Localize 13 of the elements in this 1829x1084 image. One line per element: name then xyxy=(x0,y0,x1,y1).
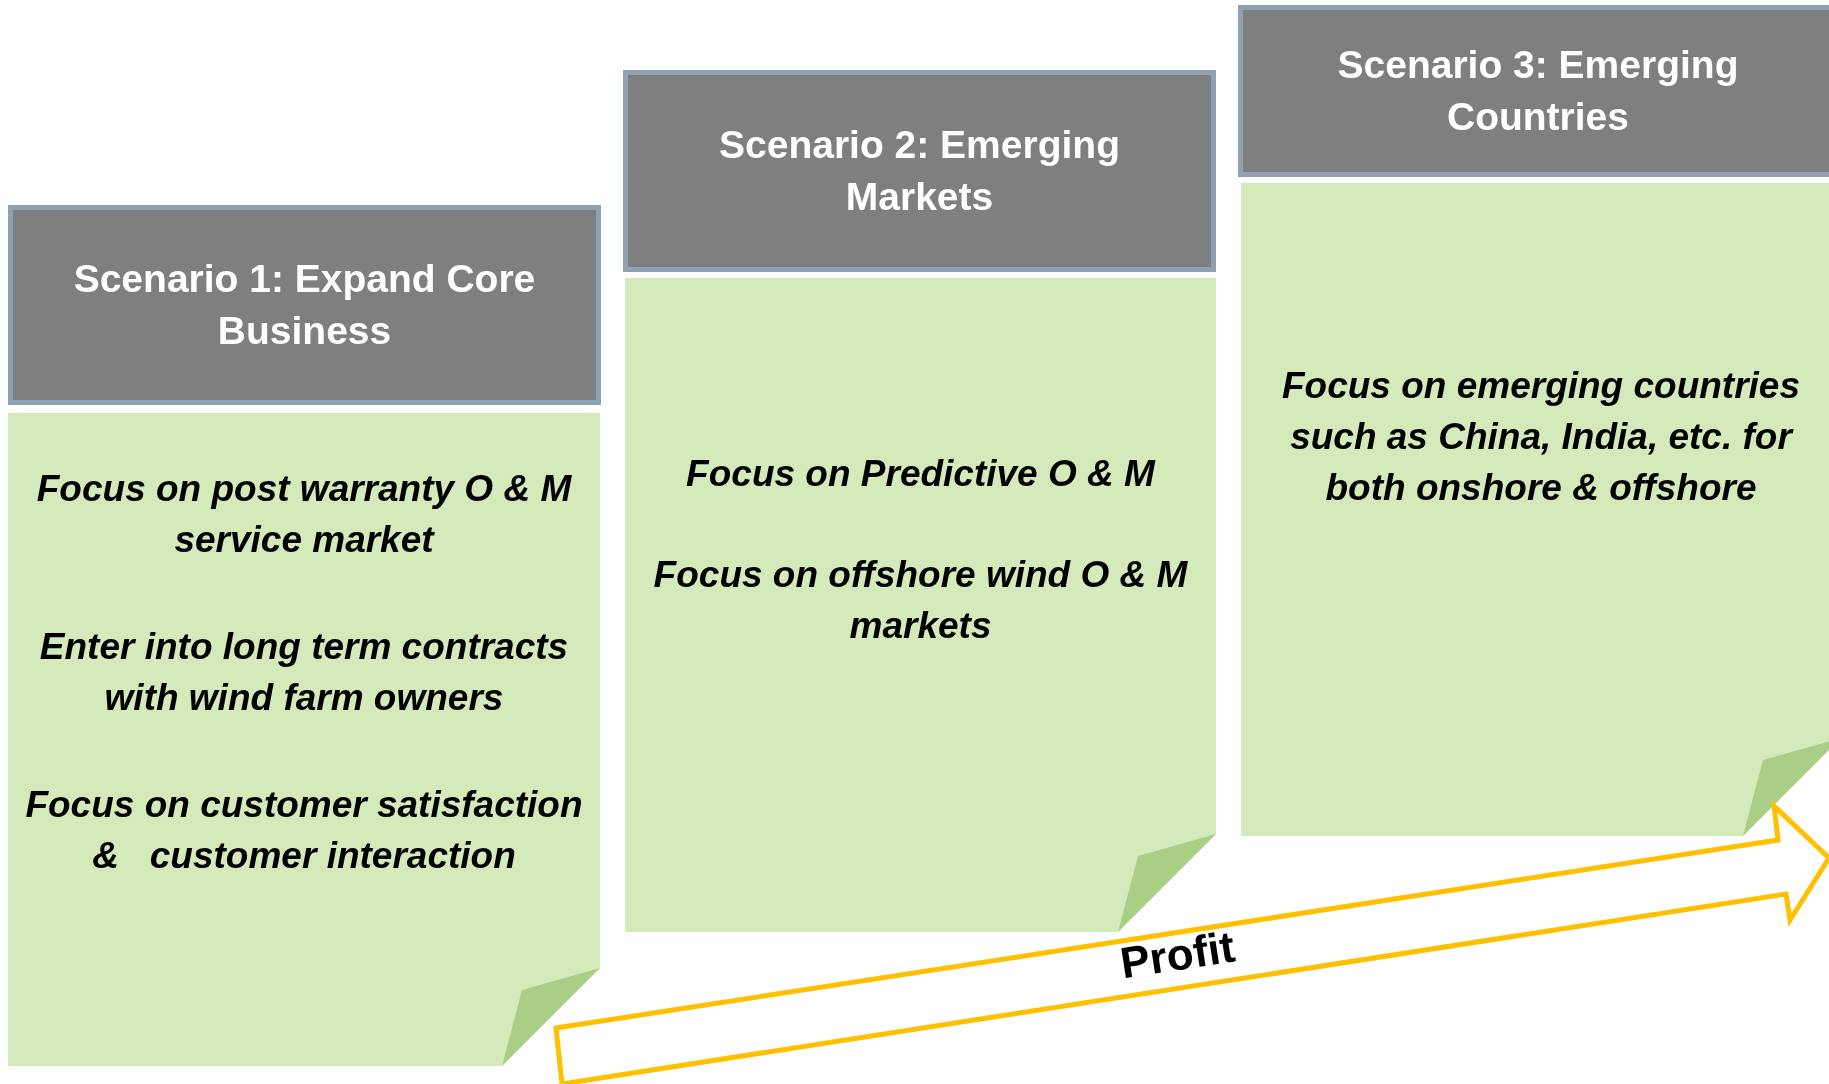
focus-text: Focus on Predictive O & M xyxy=(685,452,1157,496)
scenario-header-box xyxy=(8,205,601,405)
scenario-header-box xyxy=(623,70,1216,272)
scenario-header-box xyxy=(1238,5,1829,177)
focus-text: Focus on offshore wind O & M markets xyxy=(652,553,1189,648)
focus-text: Enter into long term contracts with wind farm owners xyxy=(38,625,570,720)
header-title: Scenario 1: Expand Core Business xyxy=(72,256,537,354)
focus-text: Focus on post warranty O & M service market xyxy=(35,467,573,562)
arrow-label: Profit xyxy=(1116,921,1238,989)
focus-text: Focus on emerging countries such as China, India, etc. for both onshore & offshore xyxy=(1280,364,1802,510)
header-title: Scenario 2: Emerging Markets xyxy=(718,122,1121,220)
focus-text: Focus on customer satisfaction & customer interaction xyxy=(24,783,584,878)
header-title: Scenario 3: Emerging Countries xyxy=(1336,42,1740,140)
